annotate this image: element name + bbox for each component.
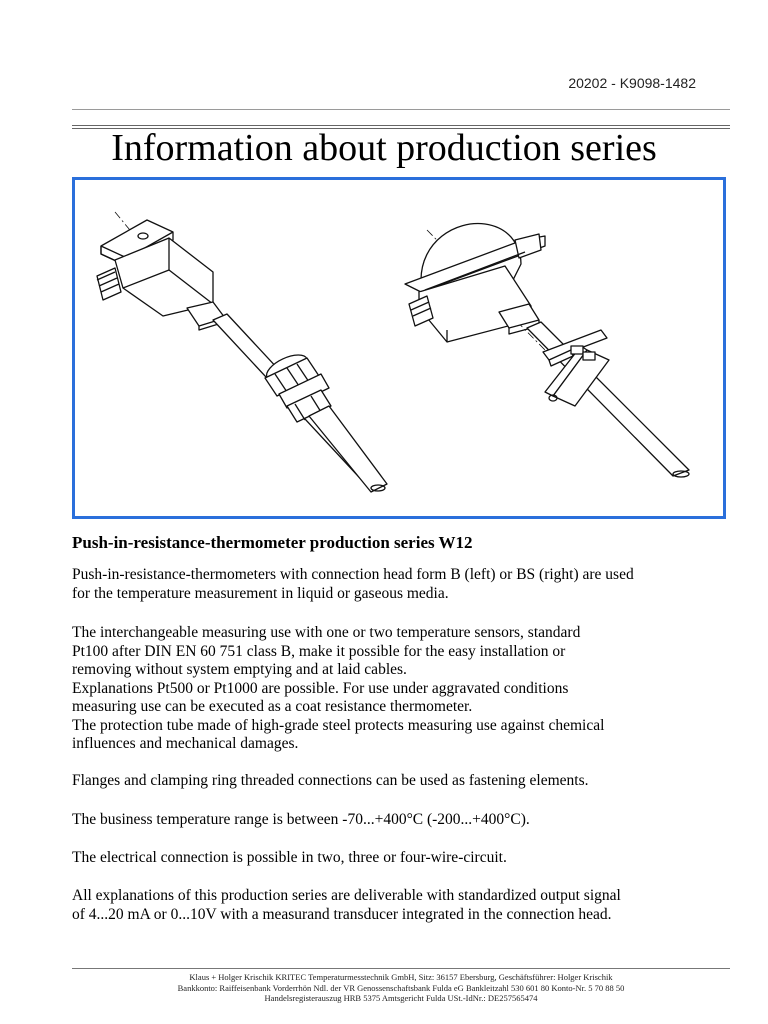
paragraph-line: Explanations Pt500 or Pt1000 are possibl… bbox=[72, 679, 569, 697]
footer-line-register: Handelsregisterauszug HRB 5375 Amtsgeric… bbox=[264, 993, 538, 1003]
footer-line-bank: Bankkonto: Raiffeisenbank Vorderrhön Ndl… bbox=[177, 982, 625, 993]
paragraph-4: The business temperature range is betwee… bbox=[72, 811, 732, 830]
paragraph-line: measuring use can be executed as a coat … bbox=[72, 698, 473, 715]
document-number: 20202 - K9098-1482 bbox=[568, 75, 696, 91]
page-title: Information about production series bbox=[111, 127, 657, 169]
title-top-rule bbox=[72, 125, 730, 126]
footer-line-company: Klaus + Holger Krischik KRITEC Temperatu… bbox=[189, 972, 613, 982]
paragraph-line: The business temperature range is betwee… bbox=[72, 811, 530, 828]
paragraph-3: Flanges and clamping ring threaded conne… bbox=[72, 772, 732, 791]
footer-divider bbox=[72, 968, 730, 969]
paragraph-line: removing without system emptying and at … bbox=[72, 661, 407, 678]
paragraph-line: influences and mechanical damages. bbox=[72, 735, 299, 752]
paragraph-line: The interchangeable measuring use with o… bbox=[72, 624, 581, 641]
paragraph-2: The interchangeable measuring use with o… bbox=[72, 624, 732, 754]
company-footer: Klaus + Holger Krischik KRITEC Temperatu… bbox=[72, 972, 730, 1004]
paragraph-line: of 4...20 mA or 0...10V with a measurand… bbox=[72, 905, 612, 923]
paragraph-line: Flanges and clamping ring threaded conne… bbox=[72, 772, 589, 789]
paragraph-line: The protection tube made of high-grade s… bbox=[72, 716, 605, 734]
paragraph-6: All explanations of this production seri… bbox=[72, 887, 732, 924]
section-heading: Push-in-resistance-thermometer productio… bbox=[72, 533, 473, 552]
thermometer-head-form-bs-flange-drawing bbox=[404, 222, 690, 478]
thermometer-head-form-b-drawing bbox=[96, 211, 388, 493]
product-figure bbox=[72, 177, 726, 519]
paragraph-line: Push-in-resistance-thermometers with con… bbox=[72, 566, 634, 583]
paragraph-5: The electrical connection is possible in… bbox=[72, 849, 732, 868]
title-top-rule-2 bbox=[72, 128, 730, 129]
paragraph-line: Pt100 after DIN EN 60 751 class B, make … bbox=[72, 642, 566, 660]
paragraph-line: All explanations of this production seri… bbox=[72, 887, 621, 904]
paragraph-line: The electrical connection is possible in… bbox=[72, 849, 507, 866]
paragraph-line: for the temperature measurement in liqui… bbox=[72, 584, 449, 602]
paragraph-1: Push-in-resistance-thermometers with con… bbox=[72, 566, 732, 603]
header-divider bbox=[72, 109, 730, 110]
